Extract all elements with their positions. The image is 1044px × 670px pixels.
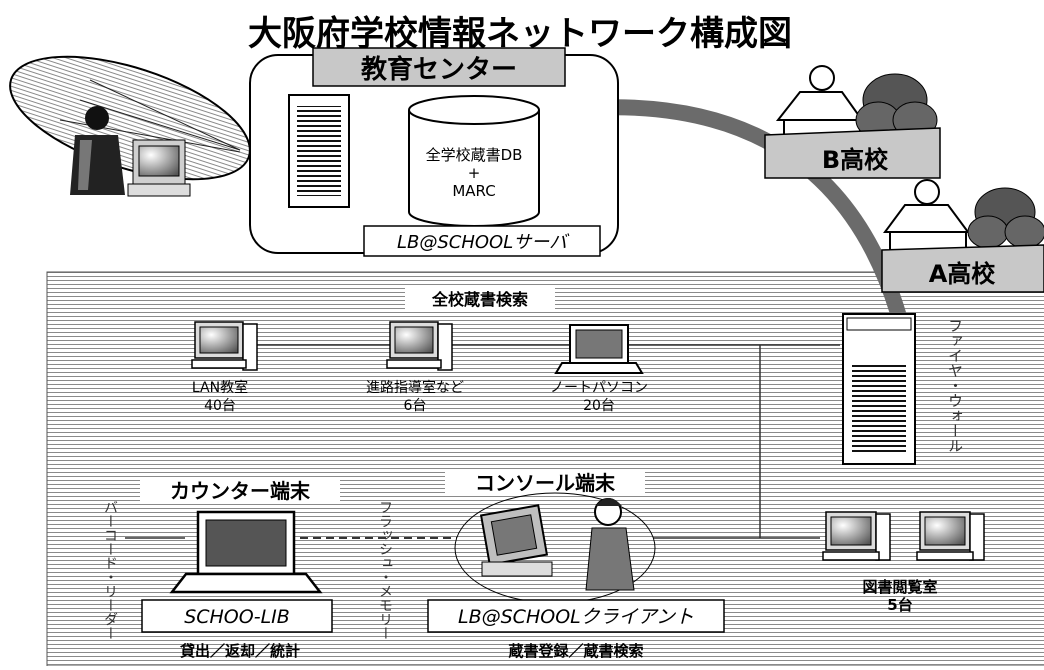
laptop-icon bbox=[554, 324, 644, 374]
device-label-career-room: 進路指導室など bbox=[366, 379, 464, 396]
desktop-computer-icon bbox=[191, 321, 258, 371]
library-count: 5台 bbox=[887, 596, 912, 614]
device-label-notebook: ノートパソコン bbox=[550, 380, 648, 396]
library-label: 図書閲覧室 bbox=[862, 578, 937, 596]
device-count-career-room: 6台 bbox=[404, 398, 427, 414]
counter-laptop-icon bbox=[169, 510, 323, 594]
console-software-label: LB@SCHOOLクライアント bbox=[458, 606, 694, 628]
counter-functions: 貸出／返却／統計 bbox=[180, 642, 300, 660]
school-a-illustration bbox=[883, 179, 1044, 255]
barcode-reader-label: バーコード・リーダー bbox=[102, 500, 118, 640]
education-center-label: 教育センター bbox=[361, 54, 517, 85]
counter-software-label: SCHOO-LIB bbox=[184, 606, 290, 628]
console-heading-bg bbox=[445, 470, 645, 496]
counter-software-box bbox=[141, 599, 333, 633]
center-server-icon bbox=[288, 94, 350, 208]
console-heading: コンソール端末 bbox=[475, 471, 616, 495]
console-software-box bbox=[427, 599, 725, 633]
school-b-label-box bbox=[764, 127, 941, 179]
firewall-server-icon bbox=[842, 313, 916, 465]
lan-section-label: 全校蔵書検索 bbox=[431, 290, 528, 309]
flash-memory-label: フラッシュ・メモリー bbox=[377, 500, 393, 640]
counter-heading-bg bbox=[140, 478, 340, 504]
server-label-box bbox=[363, 225, 601, 257]
db-label-line3: MARC bbox=[452, 182, 495, 200]
desktop-computer-icon bbox=[822, 511, 891, 561]
device-count-lan-room: 40台 bbox=[204, 398, 236, 414]
lan-section-label-bg bbox=[405, 288, 555, 310]
satellite-user-illustration bbox=[9, 55, 251, 197]
db-label-line2: + bbox=[468, 164, 481, 182]
console-functions: 蔵書登録／蔵書検索 bbox=[508, 642, 643, 660]
satellite-dish bbox=[9, 55, 251, 181]
server-label: LB@SCHOOLサーバ bbox=[397, 232, 570, 253]
device-count-notebook: 20台 bbox=[583, 398, 615, 414]
school-b-illustration bbox=[775, 65, 938, 141]
school-a-label: A高校 bbox=[929, 260, 997, 288]
database-cylinder bbox=[408, 95, 540, 227]
device-label-lan-room: LAN教室 bbox=[192, 379, 248, 396]
education-center-label-box bbox=[312, 47, 566, 87]
school-b-label: B高校 bbox=[822, 146, 889, 174]
school-a-label-box bbox=[881, 244, 1044, 293]
counter-heading: カウンター端末 bbox=[170, 479, 311, 503]
firewall-label: ファイヤ・ウォール bbox=[946, 318, 964, 453]
db-label-line1: 全学校蔵書DB bbox=[426, 146, 523, 164]
desktop-computer-icon bbox=[916, 511, 985, 561]
console-operator-illustration bbox=[454, 492, 656, 604]
desktop-computer-icon bbox=[386, 321, 453, 371]
